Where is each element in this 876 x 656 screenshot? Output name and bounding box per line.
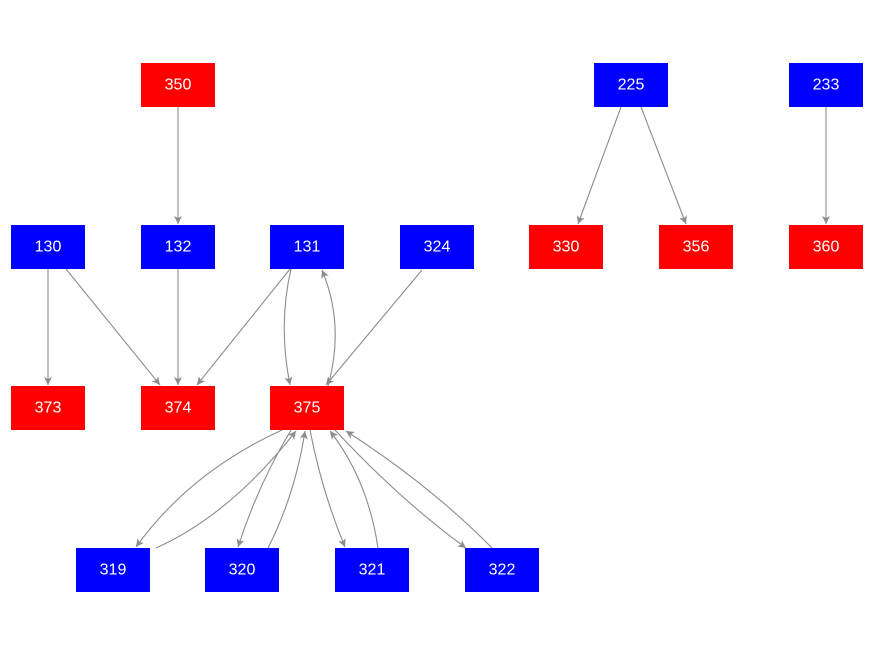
node-131[interactable]: 131 bbox=[270, 225, 344, 269]
nodes: 350 225 233 130 132 131 324 330 356 360 373 374 375 3… bbox=[11, 63, 863, 592]
edge-319-375 bbox=[155, 430, 297, 549]
edge-375-322 bbox=[334, 429, 467, 549]
node-label: 130 bbox=[35, 239, 62, 256]
node-374[interactable]: 374 bbox=[141, 386, 215, 430]
node-label: 375 bbox=[294, 400, 321, 417]
edge-375-320 bbox=[236, 429, 292, 548]
node-322[interactable]: 322 bbox=[465, 548, 539, 592]
node-319[interactable]: 319 bbox=[76, 548, 150, 592]
node-321[interactable]: 321 bbox=[335, 548, 409, 592]
node-box bbox=[789, 225, 863, 269]
node-373[interactable]: 373 bbox=[11, 386, 85, 430]
node-label: 225 bbox=[618, 77, 645, 94]
node-label: 330 bbox=[553, 239, 580, 256]
node-box bbox=[659, 225, 733, 269]
node-box bbox=[141, 386, 215, 430]
node-label: 132 bbox=[165, 239, 192, 256]
node-132[interactable]: 132 bbox=[141, 225, 215, 269]
node-label: 131 bbox=[294, 239, 321, 256]
node-label: 324 bbox=[424, 239, 451, 256]
node-label: 356 bbox=[683, 239, 710, 256]
node-box bbox=[400, 225, 474, 269]
edge-225-356 bbox=[640, 106, 687, 225]
node-233[interactable]: 233 bbox=[789, 63, 863, 107]
edge-375-321 bbox=[309, 429, 346, 548]
node-box bbox=[335, 548, 409, 592]
node-label: 321 bbox=[359, 562, 386, 579]
edge-225-330 bbox=[577, 106, 622, 225]
node-box bbox=[270, 225, 344, 269]
node-360[interactable]: 360 bbox=[789, 225, 863, 269]
node-box bbox=[11, 225, 85, 269]
node-box bbox=[141, 225, 215, 269]
edge-375-319 bbox=[135, 429, 283, 548]
node-box bbox=[141, 63, 215, 107]
node-box bbox=[205, 548, 279, 592]
node-350[interactable]: 350 bbox=[141, 63, 215, 107]
node-label: 319 bbox=[100, 562, 127, 579]
node-330[interactable]: 330 bbox=[529, 225, 603, 269]
node-130[interactable]: 130 bbox=[11, 225, 85, 269]
node-box bbox=[789, 63, 863, 107]
edge-130-374 bbox=[65, 268, 161, 386]
node-label: 322 bbox=[489, 562, 516, 579]
node-375[interactable]: 375 bbox=[270, 386, 344, 430]
edge-131-375 bbox=[283, 268, 293, 386]
node-box bbox=[465, 548, 539, 592]
node-box bbox=[529, 225, 603, 269]
edge-324-375 bbox=[325, 269, 423, 386]
edges bbox=[44, 106, 830, 549]
node-label: 350 bbox=[165, 77, 192, 94]
edge-320-375 bbox=[267, 430, 308, 549]
node-box bbox=[76, 548, 150, 592]
node-box bbox=[11, 386, 85, 430]
node-label: 374 bbox=[165, 400, 192, 417]
edge-322-375 bbox=[345, 430, 493, 549]
edge-321-375 bbox=[329, 430, 379, 549]
node-box bbox=[270, 386, 344, 430]
node-225[interactable]: 225 bbox=[594, 63, 668, 107]
node-label: 373 bbox=[35, 400, 62, 417]
node-label: 320 bbox=[229, 562, 256, 579]
node-box bbox=[594, 63, 668, 107]
node-label: 233 bbox=[813, 77, 840, 94]
node-320[interactable]: 320 bbox=[205, 548, 279, 592]
edge-131-374 bbox=[196, 268, 291, 386]
node-356[interactable]: 356 bbox=[659, 225, 733, 269]
node-label: 360 bbox=[813, 239, 840, 256]
edge-375-131 bbox=[321, 269, 336, 387]
node-324[interactable]: 324 bbox=[400, 225, 474, 269]
